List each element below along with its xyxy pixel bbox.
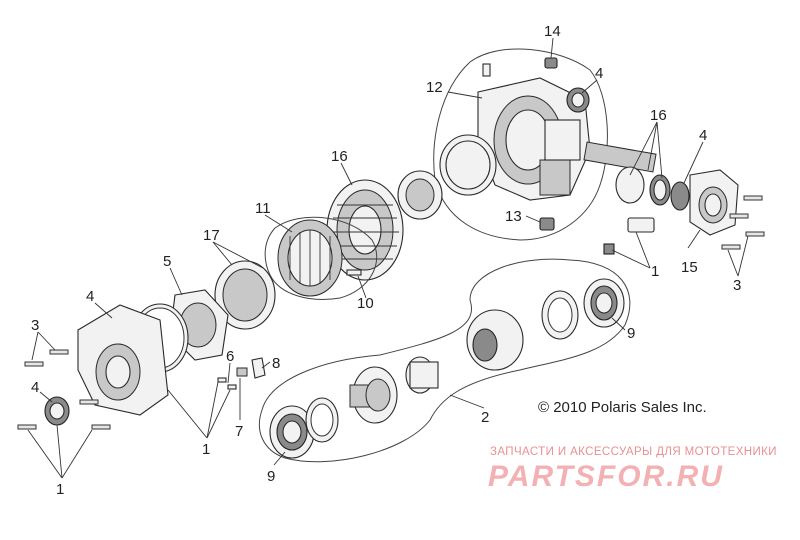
callout-1-connectors: 1 [651,263,659,280]
bearing-right-part [583,278,625,328]
callout-8: 8 [272,355,280,372]
drain-plug-part [539,217,555,231]
callout-1-bottom-left: 1 [56,481,64,498]
shaft-part [349,366,398,424]
watermark-logo: PARTSFOR.RU [488,460,724,493]
watermark-tagline: ЗАПЧАСТИ И АКСЕССУАРЫ ДЛЯ МОТОТЕХНИКИ [490,446,777,458]
spacer-left-part [305,397,339,443]
callout-16-right: 16 [650,107,667,124]
pinion-shaft-part [583,141,671,206]
axle-group-outline [258,258,631,463]
left-seal-part [44,396,70,426]
clutch-group-outline [264,216,378,300]
callout-3-left: 3 [31,317,39,334]
spacer-right-part [541,290,579,340]
fill-plug-part [544,57,558,69]
clutch-basket-part [277,219,343,297]
cup-part [466,309,524,371]
callout-14: 14 [544,23,561,40]
callout-numbers: 14 4 12 16 4 16 11 17 13 5 4 1 15 3 10 9… [31,23,741,498]
breather-fitting-part [482,63,491,77]
callout-7: 7 [235,423,243,440]
callout-12: 12 [426,79,443,96]
callout-9-right: 9 [627,325,635,342]
callout-17: 17 [203,227,220,244]
pinion-seal-part [670,181,690,211]
bushing-part [405,356,439,394]
callout-16-left: 16 [331,148,348,165]
left-cover-part [77,304,169,416]
pin-part [346,269,362,276]
bolts-right-part [721,195,765,250]
callout-1-middle: 1 [202,441,210,458]
callout-3-right: 3 [733,277,741,294]
callout-5: 5 [163,253,171,270]
output-cover-part [689,169,739,236]
seal-top-part [566,87,590,113]
housing-group-outline [433,48,608,241]
callout-4-top: 4 [595,65,603,82]
bolts-left-part [17,349,111,430]
main-housing-part [477,77,591,201]
callout-10: 10 [357,295,374,312]
callout-4-left-seal: 4 [31,379,39,396]
bearing-left-part [269,405,315,459]
callout-2: 2 [481,409,489,426]
callout-4-right: 4 [699,127,707,144]
callout-13: 13 [505,208,522,225]
callout-4-left-cover: 4 [86,288,94,305]
housing-seal-ring [439,134,497,196]
callout-9-left: 9 [267,468,275,485]
connectors-part [603,217,655,255]
callout-15: 15 [681,259,698,276]
callout-11: 11 [255,200,271,217]
retaining-rings-part [214,260,276,330]
copyright-notice: © 2010 Polaris Sales Inc. [538,399,707,416]
leader-lines [27,37,749,479]
callout-6: 6 [226,348,234,365]
bearing-ring-part [397,170,443,220]
small-pins-part [217,357,266,390]
